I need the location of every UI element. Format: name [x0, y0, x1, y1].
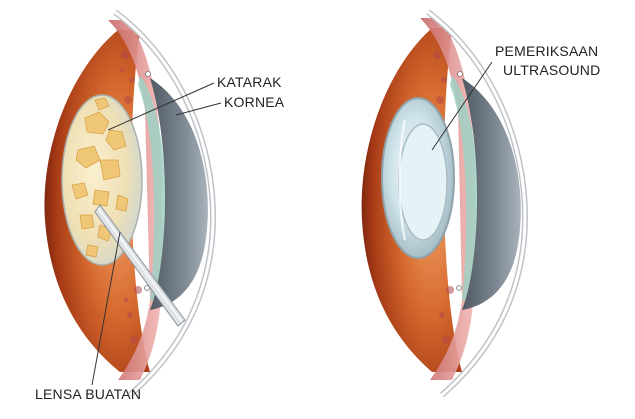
leader-pemeriksaan	[431, 61, 493, 151]
label-lensa-buatan: LENSA BUATAN	[35, 386, 142, 402]
tissue-texture-left	[119, 51, 142, 344]
marker-dot	[457, 71, 463, 77]
eye-right	[361, 9, 528, 398]
aqueous-left	[138, 75, 166, 300]
leader-katarak	[107, 82, 215, 131]
label-katarak: KATARAK	[217, 74, 282, 90]
artificial-lens-optic	[398, 123, 448, 241]
marker-dot	[456, 285, 462, 291]
marker-dot	[144, 285, 150, 291]
label-ultrasound: ULTRASOUND	[503, 62, 601, 78]
cornea-right	[462, 78, 521, 310]
tissue-texture-right	[433, 51, 454, 344]
label-pemeriksaan: PEMERIKSAAN	[495, 43, 599, 59]
label-kornea: KORNEA	[224, 94, 285, 110]
marker-dot	[145, 71, 151, 77]
eye-left	[44, 9, 216, 398]
leader-kornea	[175, 102, 222, 116]
leader-lines	[91, 61, 493, 386]
leader-lensa-buatan	[91, 231, 121, 386]
ultrasound-probe	[94, 204, 186, 327]
aqueous-right	[450, 75, 478, 300]
cornea-left	[150, 78, 208, 310]
